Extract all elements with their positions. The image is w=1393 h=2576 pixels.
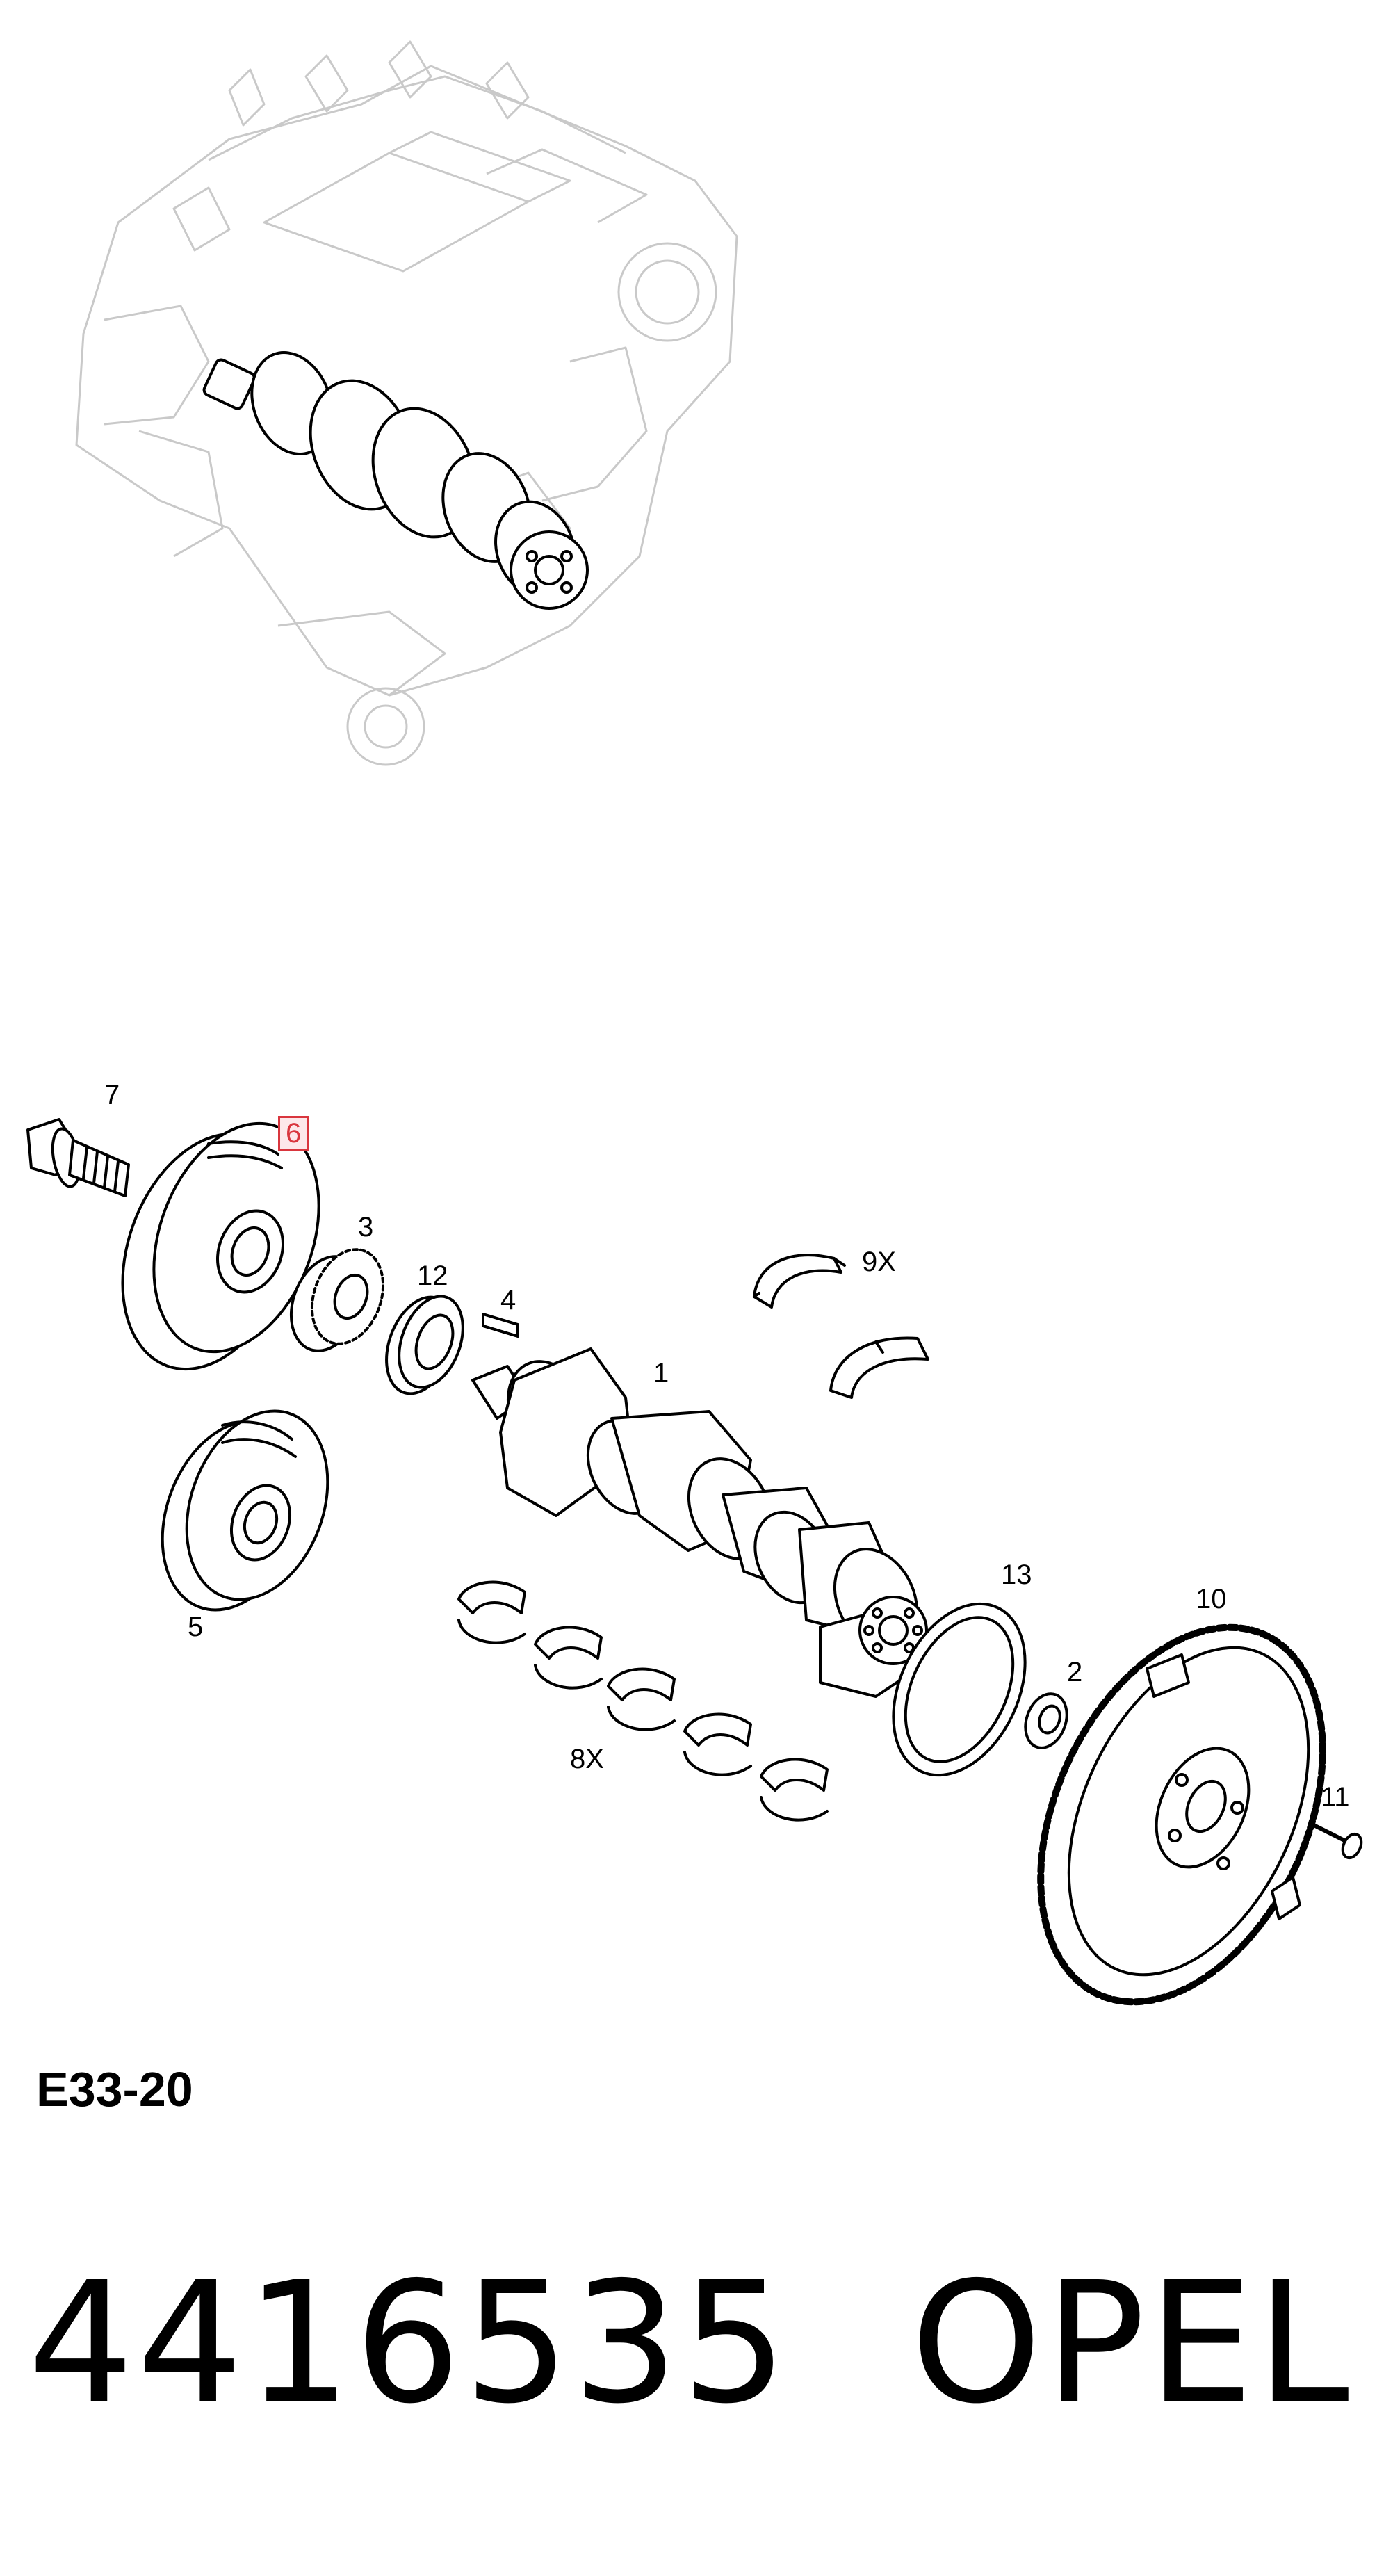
engine-overview-illustration — [75, 40, 738, 766]
callout-10: 10 — [1196, 1584, 1227, 1614]
overview-crankshaft — [202, 351, 589, 610]
brand-name: OPEL — [911, 2246, 1352, 2440]
sprocket-gear-part — [289, 1248, 385, 1352]
callout-12: 12 — [417, 1261, 448, 1291]
callout-13: 13 — [1001, 1560, 1032, 1590]
callout-6-highlighted[interactable]: 6 — [278, 1116, 309, 1151]
seal-ring-part — [385, 1295, 464, 1395]
callout-4: 4 — [500, 1285, 516, 1315]
woodruff-key-part — [482, 1313, 519, 1338]
callout-3: 3 — [358, 1212, 374, 1242]
crankshaft-part — [471, 1347, 928, 1698]
callout-5: 5 — [188, 1612, 204, 1642]
callout-2: 2 — [1067, 1657, 1083, 1687]
callout-11: 11 — [1321, 1782, 1350, 1813]
alt-pulley-part — [161, 1409, 329, 1612]
thrust-washer-upper-part — [753, 1254, 846, 1309]
callout-9x: 9X — [862, 1247, 896, 1277]
pulley-bolt-part — [26, 1118, 130, 1197]
callout-8x: 8X — [570, 1744, 604, 1774]
crankshaft-pulley-part — [121, 1121, 320, 1371]
flywheel-bolt-part — [1312, 1823, 1363, 1860]
flywheel-part — [1037, 1623, 1326, 2006]
part-number: 4416535 — [28, 2246, 790, 2440]
callout-1: 1 — [653, 1358, 669, 1388]
pilot-bearing-part — [1024, 1692, 1068, 1749]
diagram-code: E33-20 — [36, 2062, 193, 2116]
callout-7: 7 — [104, 1080, 120, 1110]
main-bearing-shells-part — [457, 1580, 829, 1822]
thrust-washer-lower-part — [829, 1336, 929, 1399]
rear-main-seal-part — [892, 1602, 1027, 1777]
